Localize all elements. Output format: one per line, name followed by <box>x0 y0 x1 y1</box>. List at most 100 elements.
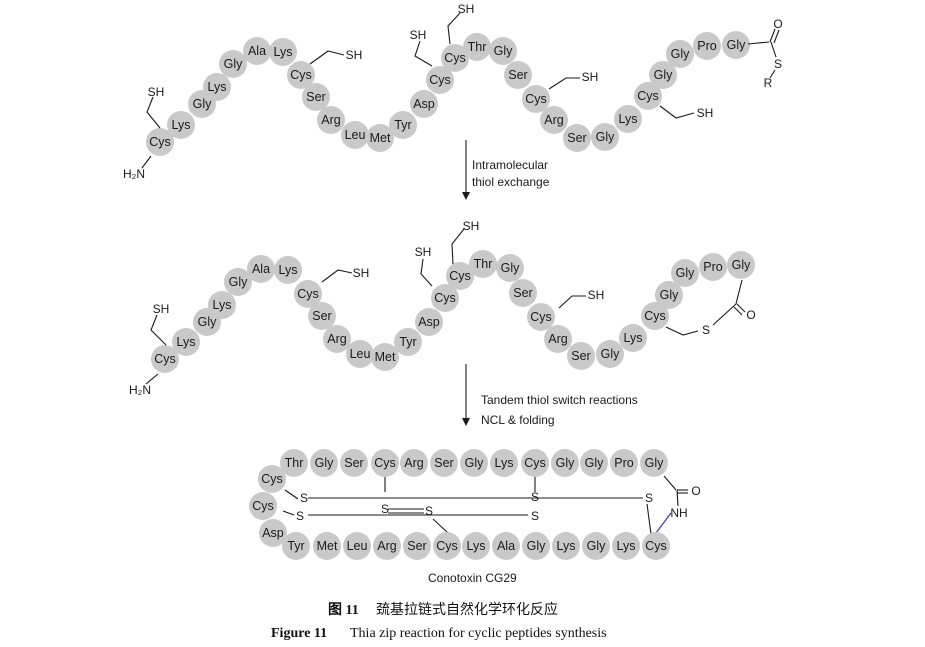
residue-bead: Met <box>371 343 399 371</box>
arrow-text-2a: Tandem thiol switch reactions <box>481 393 638 407</box>
residue-bead: Cys <box>151 345 179 373</box>
residue-circle <box>504 61 532 89</box>
residue-bead: Lys <box>462 532 490 560</box>
sulfur-label: S <box>296 509 304 523</box>
residue-label: Gly <box>501 261 521 275</box>
residue-label: Gly <box>465 456 485 470</box>
arrow-text-1b: thiol exchange <box>472 175 550 189</box>
residue-bead: Gly <box>671 259 699 287</box>
residue-circle <box>522 532 550 560</box>
sulfur-label: S <box>531 509 539 523</box>
residue-label: Lys <box>177 335 196 349</box>
residue-bead: Thr <box>280 449 308 477</box>
residue-bead: Lys <box>614 105 642 133</box>
residue-circle <box>287 61 315 89</box>
residue-label: Gly <box>654 68 674 82</box>
residue-circle <box>294 280 322 308</box>
residue-label: Gly <box>732 258 752 272</box>
residue-label: Cys <box>644 309 666 323</box>
residue-circle <box>591 123 619 151</box>
residue-label: Asp <box>418 315 440 329</box>
residue-bead: Lys <box>490 449 518 477</box>
residue-label: Pro <box>697 39 717 53</box>
residue-circle <box>415 308 443 336</box>
residue-label: Cys <box>524 456 546 470</box>
residue-label: Ser <box>513 286 532 300</box>
residue-bead: Lys <box>208 291 236 319</box>
residue-bead: Gly <box>596 340 624 368</box>
sulfur-label: S <box>425 504 433 518</box>
residue-circle <box>400 449 428 477</box>
residue-label: Cys <box>297 287 319 301</box>
residue-bead: Gly <box>489 37 517 65</box>
residue-bead: Ser <box>567 342 595 370</box>
residue-circle <box>527 303 555 331</box>
residue-label: Ala <box>252 262 270 276</box>
residue-circle <box>596 340 624 368</box>
residue-circle <box>671 259 699 287</box>
residue-circle <box>343 532 371 560</box>
residue-circle <box>446 262 474 290</box>
residue-label: Lys <box>274 45 293 59</box>
residue-bead: Arg <box>540 106 568 134</box>
residue-label: Arg <box>377 539 397 553</box>
residue-bead: Gly <box>551 449 579 477</box>
residue-circle <box>441 44 469 72</box>
residue-label: Gly <box>229 275 249 289</box>
residue-bead: Met <box>366 124 394 152</box>
residue-label: Cys <box>637 89 659 103</box>
arrow-text-2b: NCL & folding <box>481 413 555 427</box>
residue-circle <box>722 31 750 59</box>
residue-circle <box>551 449 579 477</box>
residue-bead: Asp <box>415 308 443 336</box>
residue-label: Gly <box>198 315 218 329</box>
sulfur-label: S <box>645 491 653 505</box>
residue-circle <box>146 128 174 156</box>
residue-circle <box>619 324 647 352</box>
residue-label: Lys <box>279 263 298 277</box>
residue-label: Met <box>370 131 391 145</box>
oxygen-label: O <box>773 17 782 31</box>
caption-zh-label: 图 11 <box>328 602 359 618</box>
residue-label: Thr <box>474 257 493 271</box>
residue-circle <box>317 106 345 134</box>
residue-label: Ser <box>306 90 325 104</box>
residue-label: Leu <box>345 128 366 142</box>
residue-bead: Gly <box>496 254 524 282</box>
residue-label: Gly <box>587 539 607 553</box>
figure-caption: 图 11 巯基拉链式自然化学环化反应 Figure 11 Thia zip re… <box>271 601 607 641</box>
residue-circle <box>208 291 236 319</box>
residue-circle <box>655 281 683 309</box>
residue-circle <box>614 105 642 133</box>
residue-label: Cys <box>525 92 547 106</box>
residue-bead: Tyr <box>282 532 310 560</box>
residue-circle <box>366 124 394 152</box>
residue-bead: Gly <box>310 449 338 477</box>
residue-circle <box>249 492 277 520</box>
residue-label: Gly <box>224 57 244 71</box>
thiol-label: SH <box>697 106 714 120</box>
thiol-label: SH <box>353 266 370 280</box>
residue-circle <box>431 284 459 312</box>
reaction-arrow-2: Tandem thiol switch reactions NCL & fold… <box>462 364 638 427</box>
residue-label: Gly <box>556 456 576 470</box>
residue-bead: Cys <box>641 302 669 330</box>
residue-bead: Cys <box>522 85 550 113</box>
amine-label: H₂N <box>123 167 145 181</box>
residue-bead: Thr <box>463 33 491 61</box>
residue-label: Cys <box>374 456 396 470</box>
thiol-label: SH <box>153 302 170 316</box>
residue-label: Pro <box>703 260 723 274</box>
residue-circle <box>469 250 497 278</box>
residue-circle <box>567 342 595 370</box>
residue-label: Ala <box>248 44 266 58</box>
residue-circle <box>642 532 670 560</box>
residue-bead: Cys <box>441 44 469 72</box>
residue-circle <box>341 121 369 149</box>
residue-label: Gly <box>585 456 605 470</box>
residue-label: Leu <box>350 347 371 361</box>
residue-label: Ser <box>407 539 426 553</box>
